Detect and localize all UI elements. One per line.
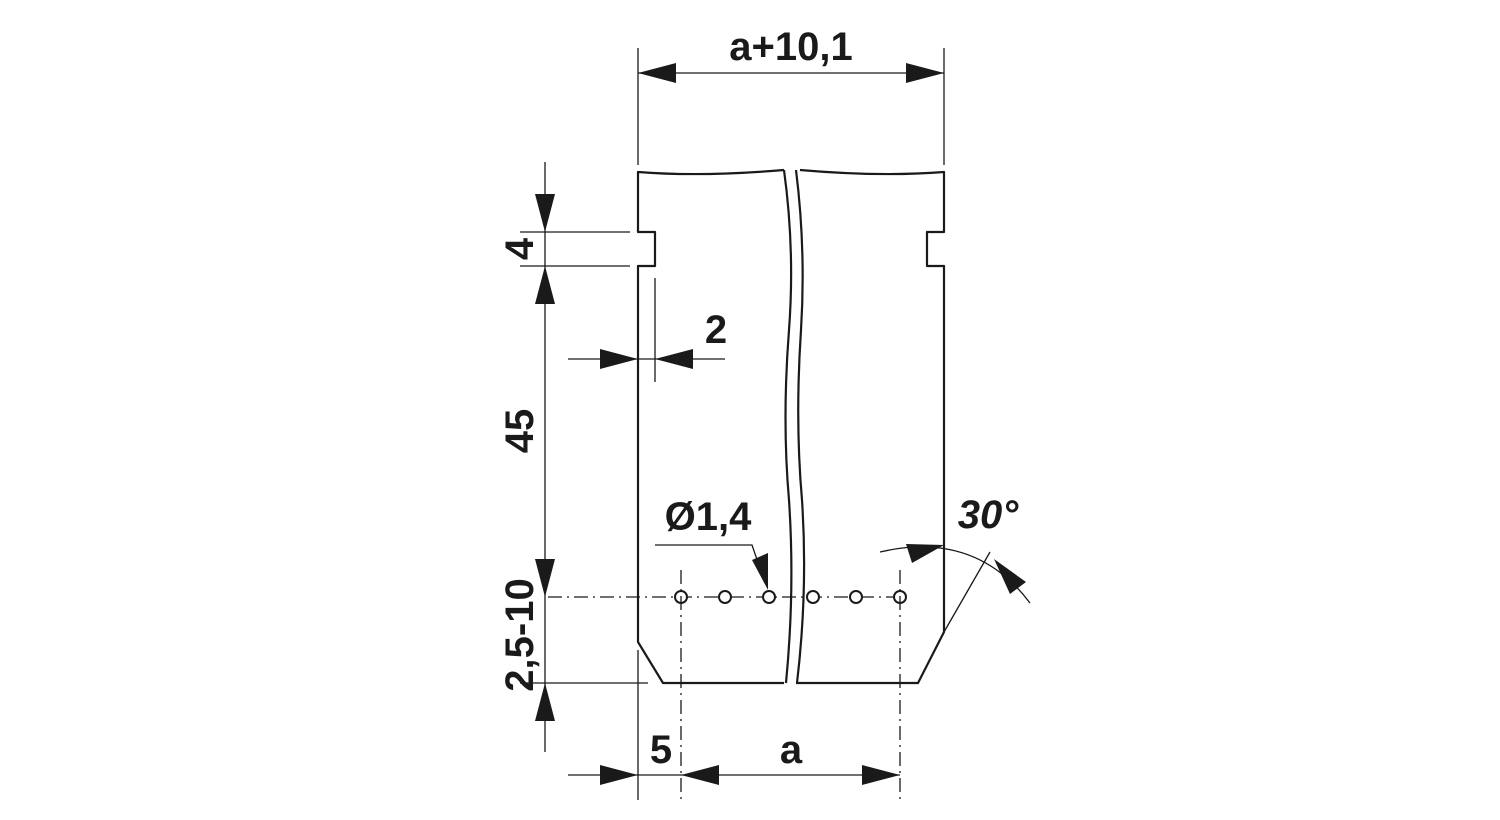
pitch-label: a <box>780 728 803 772</box>
pin-hole-4 <box>806 590 820 604</box>
arrow-top-right <box>906 63 944 83</box>
hole-diameter-label: Ø1,4 <box>665 495 752 539</box>
arrow-pinrow-top <box>535 559 555 597</box>
break-line-left <box>782 169 793 684</box>
arrow-edge-left <box>600 765 638 785</box>
pin-hole-3 <box>762 590 776 604</box>
notch-depth-label: 2 <box>705 308 727 352</box>
left-block-outline <box>636 168 785 685</box>
angle-arrow-left <box>906 544 944 563</box>
hole-diameter-arrow <box>752 553 768 590</box>
chamfer-angle-label: 30° <box>958 493 1019 537</box>
arrow-notch-depth-left <box>600 349 638 369</box>
height-main-label: 45 <box>498 409 542 454</box>
arrow-bottom <box>535 683 555 721</box>
arrow-notch-depth-right <box>655 349 693 369</box>
hole-diameter-leader <box>655 544 766 584</box>
angle-arrow-right <box>994 559 1026 594</box>
width-total-label: a+10,1 <box>729 25 852 69</box>
break-line-right <box>794 169 806 684</box>
arrow-notch-bottom <box>535 266 555 304</box>
arrow-top-left <box>638 63 676 83</box>
pin-hole-2 <box>718 590 732 604</box>
arrow-edge-right <box>681 765 719 785</box>
arrow-pitch-right <box>862 765 900 785</box>
arrow-notch-top <box>535 194 555 232</box>
edge-to-first-pin-label: 5 <box>650 728 672 772</box>
pin-offset-label: 2,5-10 <box>498 578 542 691</box>
notch-height-label: 4 <box>498 237 542 260</box>
chamfer-extension-line <box>943 551 991 633</box>
pin-hole-5 <box>849 590 863 604</box>
right-block-outline <box>796 168 946 685</box>
